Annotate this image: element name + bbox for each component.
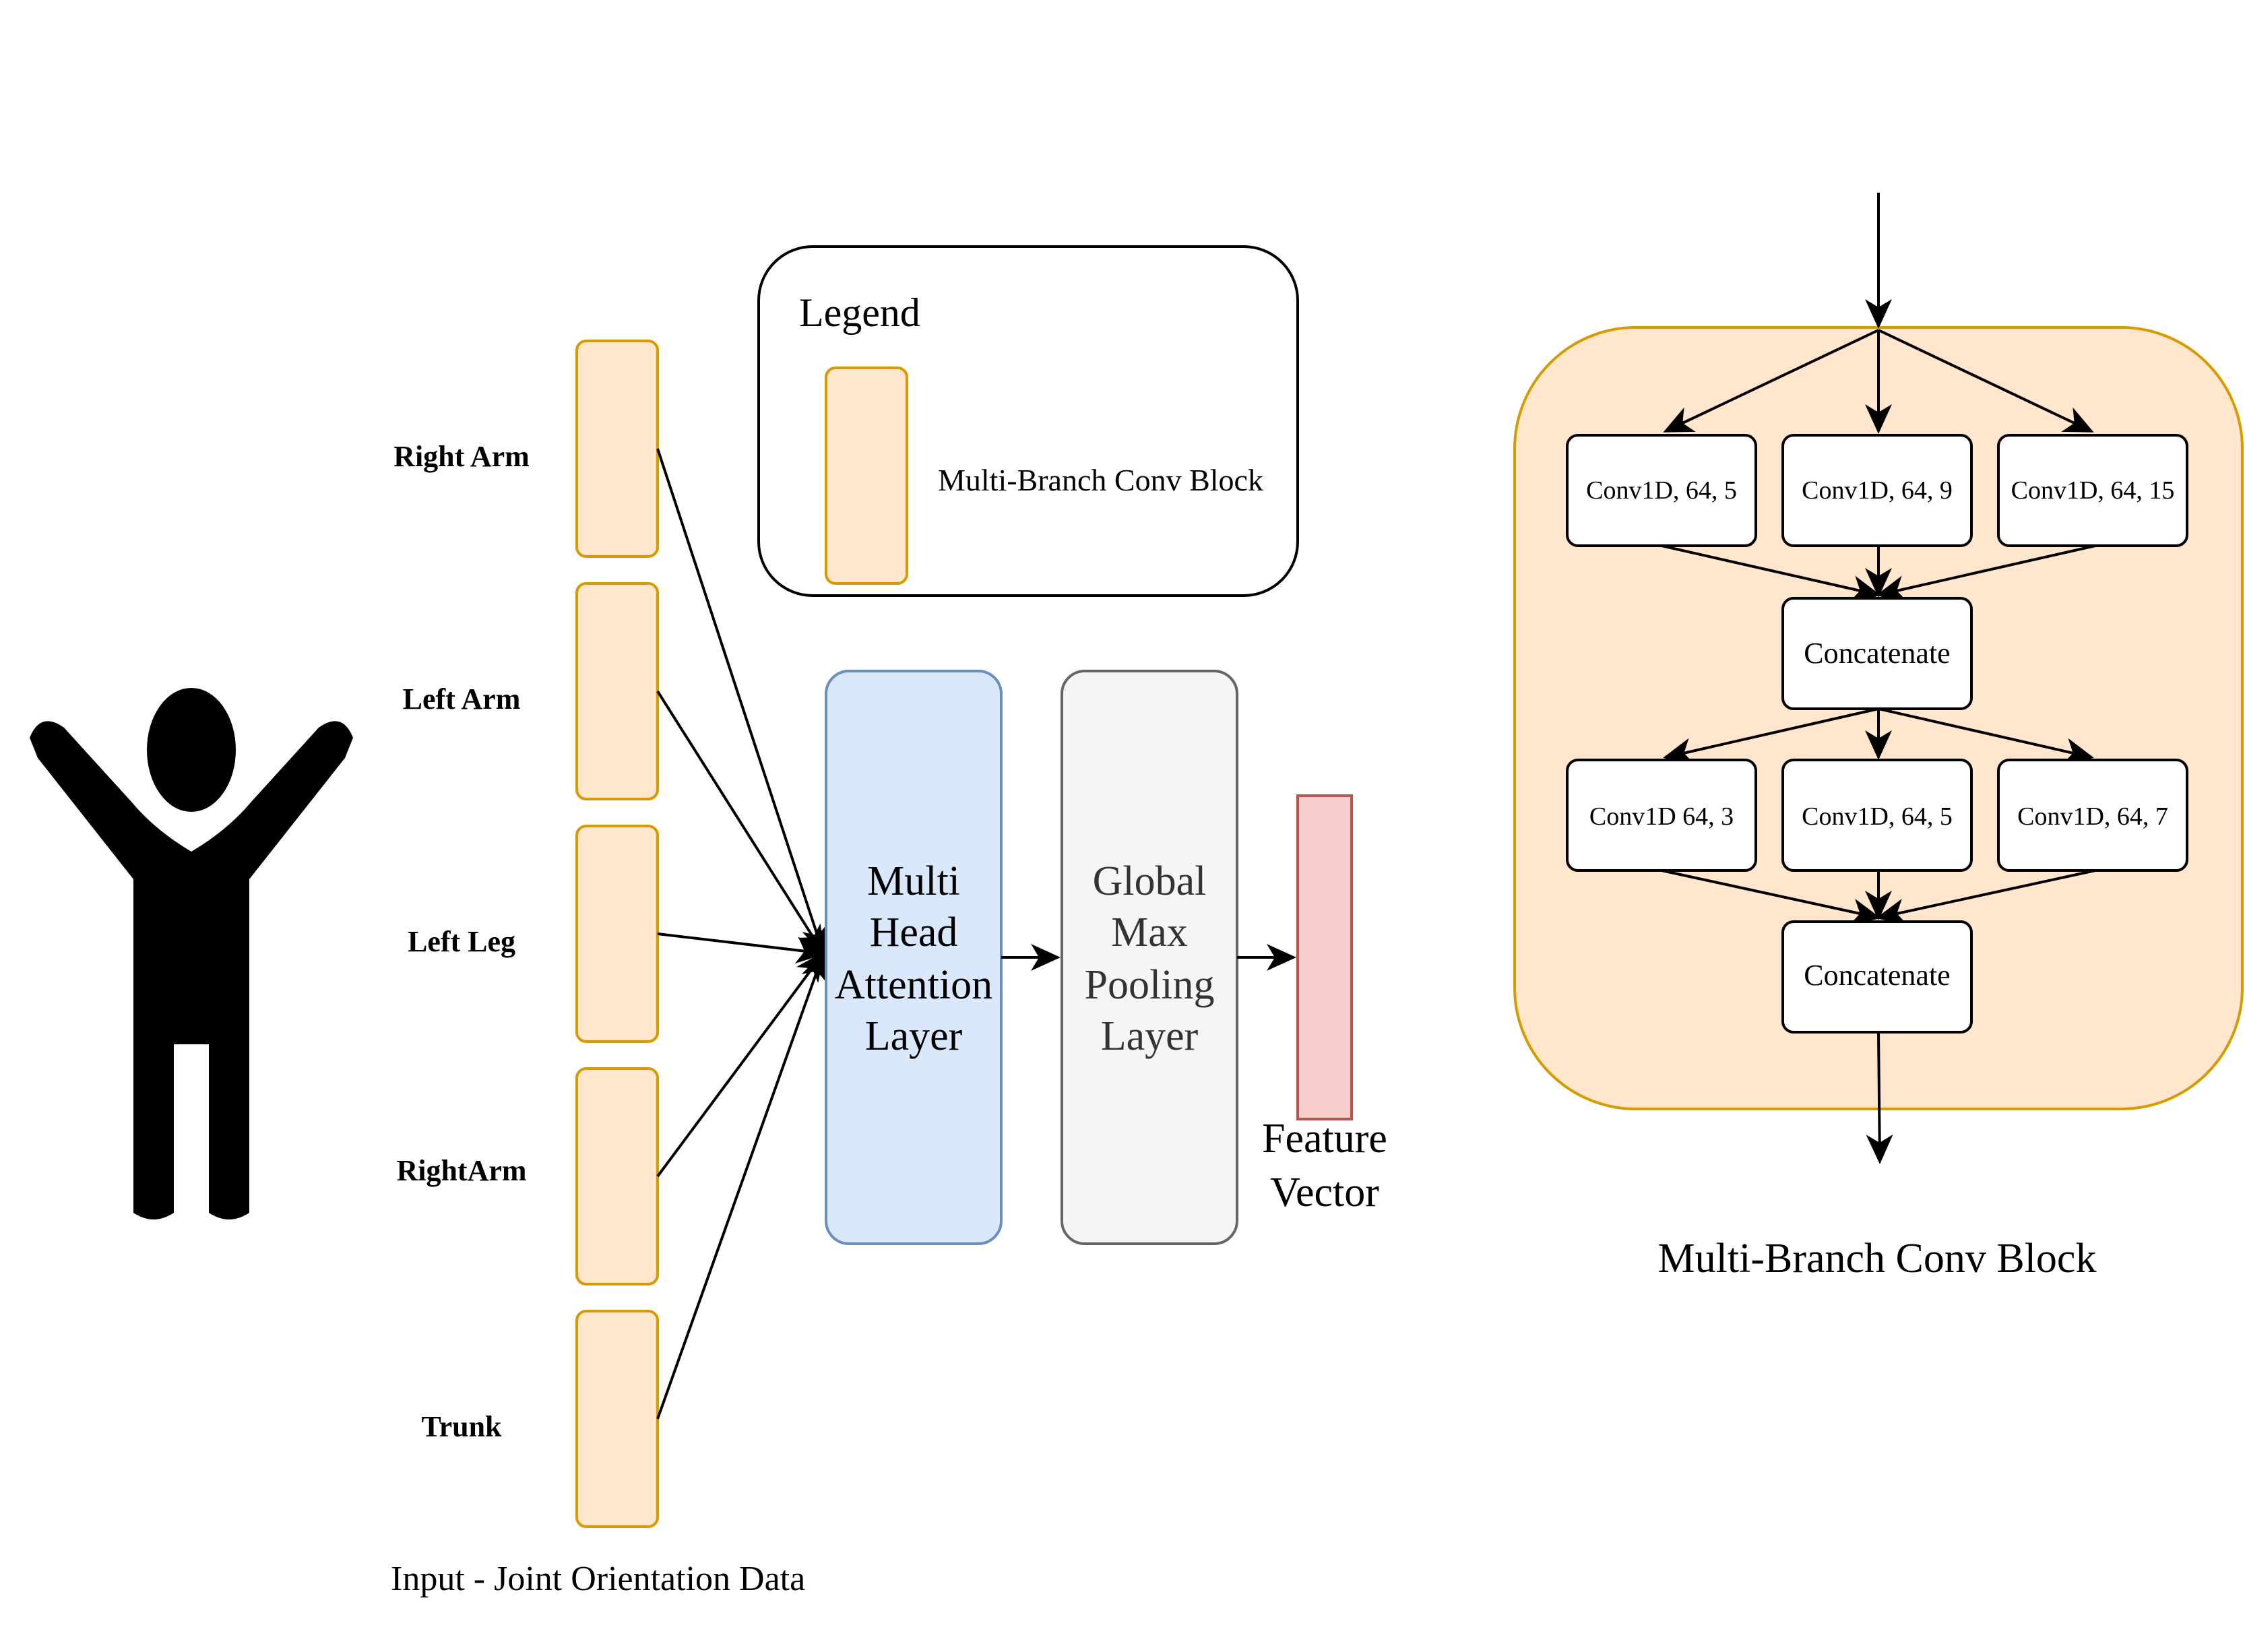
conv-1-3-box xyxy=(1997,434,2188,547)
input-block-right-arm xyxy=(575,340,659,558)
legend-item-label: Multi-Branch Conv Block xyxy=(938,463,1263,497)
input-block-trunk xyxy=(575,1310,659,1528)
input-label-left-leg: Left Leg xyxy=(408,925,515,958)
pooling-line-4: Layer xyxy=(1101,1013,1199,1059)
human-figure-icon xyxy=(30,688,353,1219)
input-block-left-leg xyxy=(575,825,659,1043)
input-label-rightarm: RightArm xyxy=(396,1154,526,1187)
conv-2-3-box xyxy=(1997,759,2188,872)
legend-title: Legend xyxy=(799,290,920,335)
conv-2-2-box xyxy=(1781,759,1973,872)
concatenate-1-label: Concatenate xyxy=(1804,637,1950,670)
pooling-line-2: Max xyxy=(1111,910,1188,955)
conv-1-2-label: Conv1D, 64, 9 xyxy=(1802,476,1953,505)
input-label-trunk: Trunk xyxy=(421,1410,502,1443)
feature-vector-bar xyxy=(1296,794,1353,1120)
global-max-pooling-layer: Global Max Pooling Layer xyxy=(1061,670,1238,1245)
conv-2-1-label: Conv1D 64, 3 xyxy=(1589,802,1734,831)
conv-1-3-label: Conv1D, 64, 15 xyxy=(2011,476,2175,505)
feature-vector-line-2: Vector xyxy=(1270,1170,1379,1215)
input-label-right-arm: Right Arm xyxy=(393,440,530,473)
legend-swatch xyxy=(825,367,908,585)
conv-2-1-box xyxy=(1566,759,1757,872)
conv-1-2-box xyxy=(1781,434,1973,547)
conv-1-1-label: Conv1D, 64, 5 xyxy=(1586,476,1737,505)
input-arrows xyxy=(656,448,828,1420)
conv-2-2-label: Conv1D, 64, 5 xyxy=(1802,802,1953,831)
legend: Legend Multi-Branch Conv Block xyxy=(757,245,1299,597)
attention-line-1: Multi xyxy=(867,858,960,904)
feature-vector: Feature Vector xyxy=(1262,794,1387,1215)
input-blocks xyxy=(575,340,659,1528)
multi-branch-conv-block: Conv1D, 64, 5 Conv1D, 64, 9 Conv1D, 64, … xyxy=(1513,193,2244,1164)
conv-1-1-box xyxy=(1566,434,1757,547)
block-caption: Multi-Branch Conv Block xyxy=(1658,1236,2097,1281)
attention-line-2: Head xyxy=(870,910,958,955)
concatenate-2-label: Concatenate xyxy=(1804,959,1950,992)
attention-line-4: Layer xyxy=(865,1013,963,1059)
input-labels: Right Arm Left Arm Left Leg RightArm Tru… xyxy=(393,440,530,1443)
input-block-rightarm xyxy=(575,1067,659,1285)
concatenate-2-box xyxy=(1781,920,1973,1034)
pooling-line-3: Pooling xyxy=(1085,962,1215,1008)
input-block-left-arm xyxy=(575,582,659,800)
multi-head-attention-layer: Multi Head Attention Layer xyxy=(825,670,1003,1245)
input-caption: Input - Joint Orientation Data xyxy=(391,1560,805,1598)
conv-2-3-label: Conv1D, 64, 7 xyxy=(2017,802,2168,831)
concatenate-1-box xyxy=(1781,597,1973,710)
pooling-line-1: Global xyxy=(1093,858,1207,904)
feature-vector-line-1: Feature xyxy=(1262,1116,1387,1162)
input-label-left-arm: Left Arm xyxy=(403,682,521,716)
attention-line-3: Attention xyxy=(835,962,992,1008)
